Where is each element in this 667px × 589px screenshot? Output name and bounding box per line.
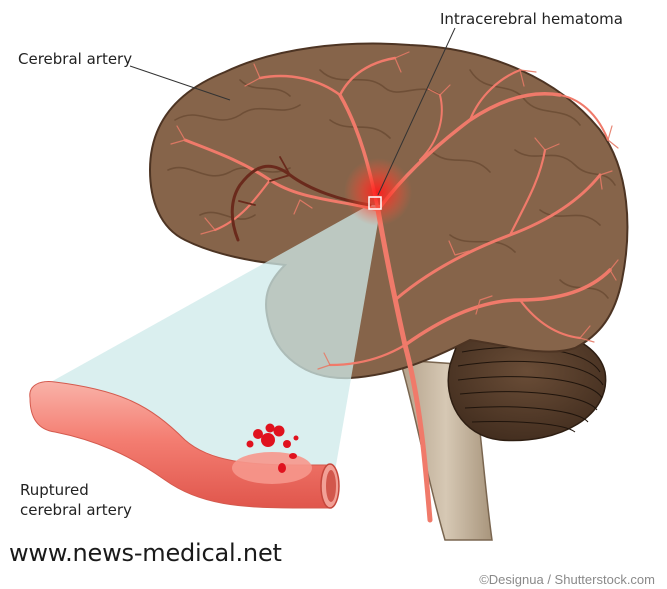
label-intracerebral-hematoma: Intracerebral hematoma	[440, 9, 623, 29]
label-ruptured-line2: cerebral artery	[20, 500, 132, 520]
label-cerebral-artery: Cerebral artery	[18, 49, 132, 69]
website-watermark: www.news-medical.net	[9, 539, 282, 567]
image-credit: ©Designua / Shutterstock.com	[479, 572, 655, 587]
label-ruptured-cerebral-artery: Ruptured cerebral artery	[20, 480, 132, 520]
hematoma-glow	[344, 158, 412, 226]
label-ruptured-line1: Ruptured	[20, 480, 132, 500]
